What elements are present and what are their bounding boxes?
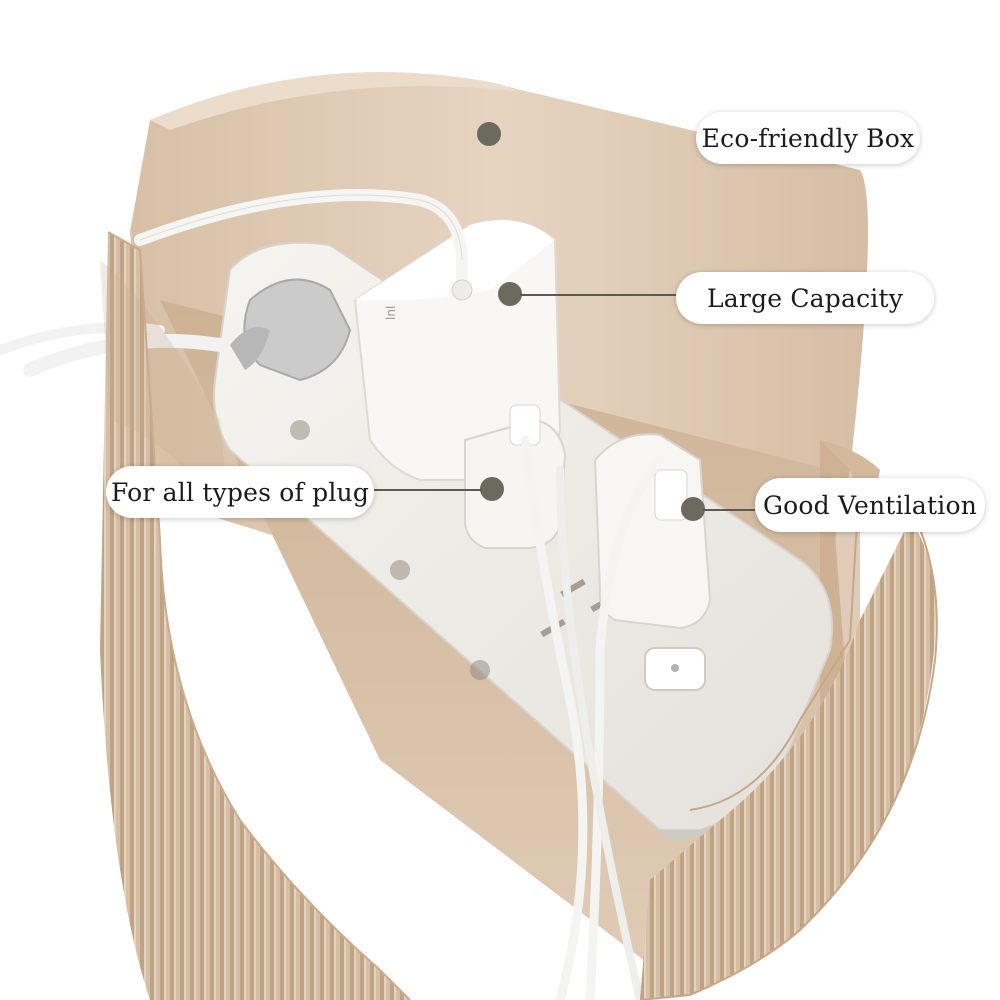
svg-text:lnl: lnl [384, 306, 398, 320]
vent-adapter [593, 433, 712, 630]
marker-dot-icon [681, 497, 705, 521]
box-left-wall [100, 232, 410, 1000]
marker-dot-icon [480, 477, 504, 501]
callout-label: Eco-friendly Box [701, 123, 915, 153]
box-right-wall [640, 520, 936, 1000]
callout-label: For all types of plug [110, 477, 370, 507]
marker-dot-icon [498, 282, 522, 306]
leader-line-ventilation [703, 509, 755, 511]
leader-line-plug [372, 489, 482, 491]
leader-line-capacity [520, 294, 676, 296]
callout-eco-friendly-box: Eco-friendly Box [696, 112, 920, 164]
callout-label: Large Capacity [706, 283, 904, 313]
callout-large-capacity: Large Capacity [676, 272, 934, 324]
callout-label: Good Ventilation [762, 490, 977, 520]
marker-dot-icon [477, 122, 501, 146]
callout-good-ventilation: Good Ventilation [755, 478, 985, 532]
callout-all-plug-types: For all types of plug [106, 466, 374, 518]
